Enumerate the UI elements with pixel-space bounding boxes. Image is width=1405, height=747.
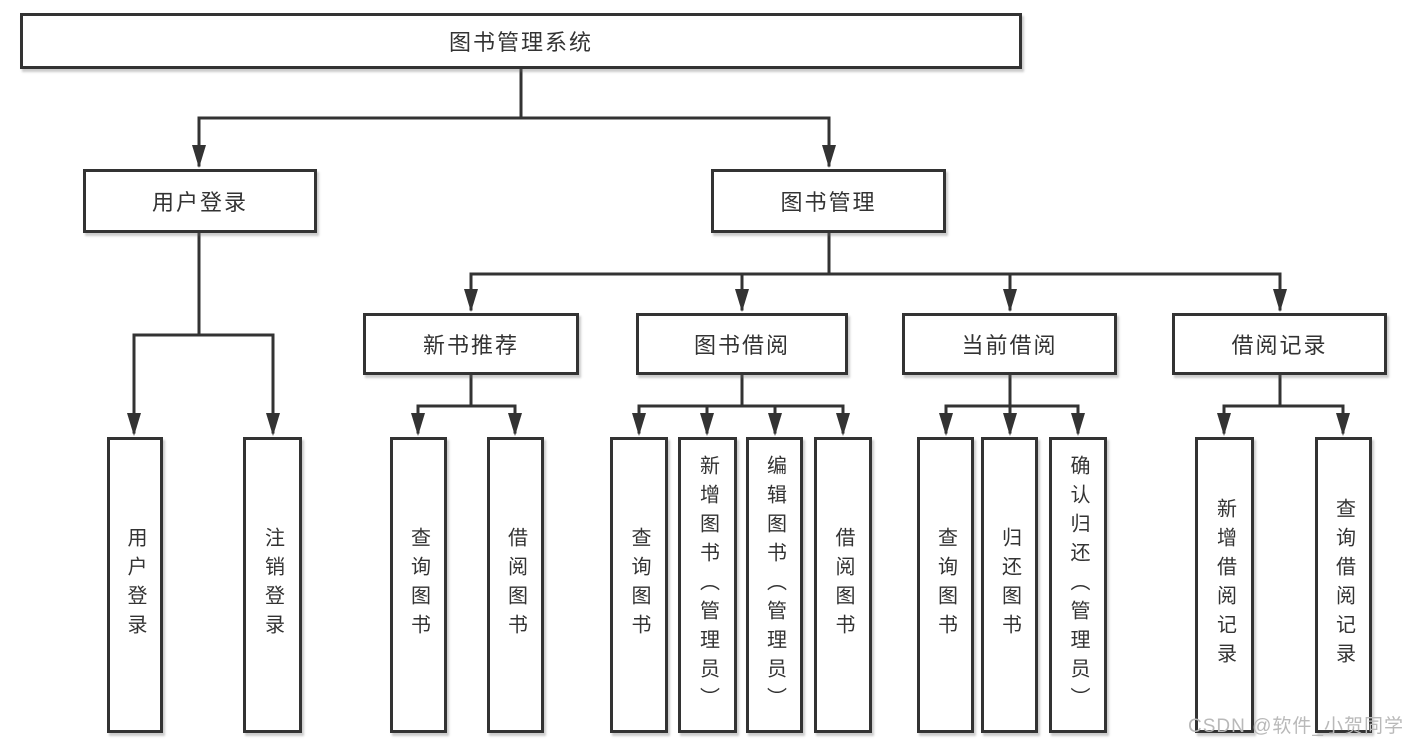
arrow-down-icon <box>464 289 478 312</box>
node-book-management-branch: 图书管理 <box>711 169 946 233</box>
arrow-down-icon <box>1336 413 1350 436</box>
arrow-down-icon <box>1003 413 1017 436</box>
leaf-return-books: 归还图书 <box>981 437 1038 733</box>
arrow-down-icon <box>939 413 953 436</box>
leaf-logout: 注销登录 <box>243 437 302 733</box>
node-book-borrowing: 图书借阅 <box>636 313 848 375</box>
arrow-down-icon <box>768 413 782 436</box>
arrow-down-icon <box>411 413 425 436</box>
node-label: 查询图书 <box>628 527 650 643</box>
arrow-down-icon <box>735 289 749 312</box>
leaf-borrow-books-recommend: 借阅图书 <box>487 437 544 733</box>
arrow-down-icon <box>1217 413 1231 436</box>
connector-user-login-split <box>132 231 275 434</box>
leaf-user-login: 用户登录 <box>107 437 163 733</box>
node-label: 借阅图书 <box>504 527 527 643</box>
arrow-down-icon <box>1003 289 1017 312</box>
connector-root-split <box>197 67 831 167</box>
node-new-book-recommendation: 新书推荐 <box>363 313 579 375</box>
arrow-down-icon <box>836 413 850 436</box>
node-label: 确认归还（管理员） <box>1067 454 1089 716</box>
leaf-query-books-borrow: 查询图书 <box>610 437 668 733</box>
leaf-add-book-admin: 新增图书（管理员） <box>678 437 737 733</box>
node-label: 编辑图书（管理员） <box>763 454 786 716</box>
node-label: 当前借阅 <box>961 333 1058 358</box>
leaf-confirm-return-admin: 确认归还（管理员） <box>1049 437 1107 733</box>
node-current-borrowing: 当前借阅 <box>902 313 1117 375</box>
node-label: 新增借阅记录 <box>1213 498 1236 672</box>
node-label: 用户登录 <box>151 190 248 215</box>
arrow-down-icon <box>822 145 836 168</box>
node-borrowing-records: 借阅记录 <box>1172 313 1387 375</box>
arrow-down-icon <box>632 413 646 436</box>
node-user-login-branch: 用户登录 <box>83 169 317 233</box>
node-label: 图书管理系统 <box>448 30 593 55</box>
node-label: 注销登录 <box>261 527 284 643</box>
leaf-query-books-current: 查询图书 <box>917 437 974 733</box>
arrow-down-icon <box>508 413 522 436</box>
node-label: 查询图书 <box>934 527 957 643</box>
connector-book-management-split <box>469 231 1282 311</box>
node-system-root: 图书管理系统 <box>20 13 1022 69</box>
node-label: 查询图书 <box>407 527 430 643</box>
node-label: 用户登录 <box>124 527 146 643</box>
leaf-add-borrow-record: 新增借阅记录 <box>1195 437 1254 733</box>
arrow-down-icon <box>266 413 280 436</box>
node-label: 借阅记录 <box>1231 333 1328 358</box>
arrow-down-icon <box>192 145 206 168</box>
arrowheads <box>127 145 1350 436</box>
node-label: 新增图书（管理员） <box>696 454 719 716</box>
arrow-down-icon <box>700 413 714 436</box>
node-label: 图书管理 <box>780 190 877 215</box>
arrow-down-icon <box>127 413 141 436</box>
node-label: 借阅图书 <box>832 527 854 643</box>
connector-leaf-splits <box>416 373 1345 434</box>
arrow-down-icon <box>1273 289 1287 312</box>
node-label: 查询借阅记录 <box>1332 498 1355 672</box>
leaf-borrow-books: 借阅图书 <box>814 437 872 733</box>
node-label: 图书借阅 <box>693 333 790 358</box>
node-label: 新书推荐 <box>422 333 519 358</box>
arrow-down-icon <box>1071 413 1085 436</box>
node-label: 归还图书 <box>998 527 1021 643</box>
leaf-query-borrow-record: 查询借阅记录 <box>1315 437 1372 733</box>
leaf-edit-book-admin: 编辑图书（管理员） <box>746 437 803 733</box>
leaf-query-books-recommend: 查询图书 <box>390 437 447 733</box>
connector-lines <box>132 67 1345 434</box>
csdn-watermark: CSDN @软件_小贺同学 <box>1188 716 1404 737</box>
